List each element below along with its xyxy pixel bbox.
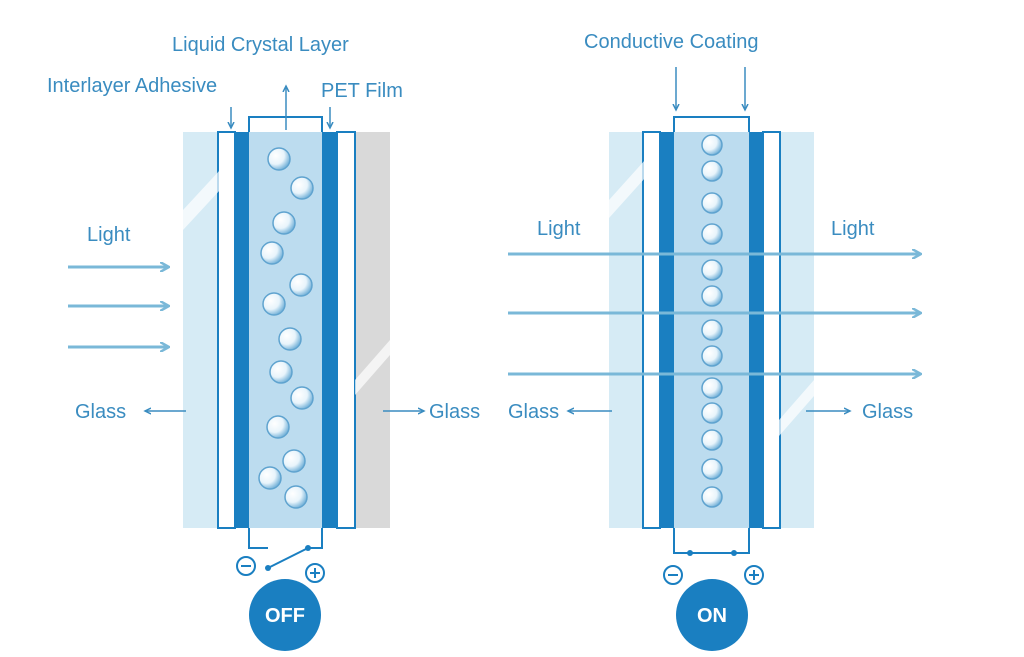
right-pet-film-left (660, 132, 674, 528)
right-particle (701, 259, 723, 281)
left-pet-film-right (322, 132, 337, 528)
left-particle (282, 449, 306, 473)
right-particle (701, 377, 723, 399)
right-particle (701, 192, 723, 214)
left-crystal-particles (258, 147, 314, 509)
right-particle (701, 134, 723, 156)
label-light-out: Light (831, 218, 875, 240)
right-crystal-particles (701, 134, 723, 508)
label-glass-right-left: Glass (508, 401, 559, 423)
label-glass-right-right: Glass (862, 401, 913, 423)
right-particle (701, 285, 723, 307)
right-bottom-wire (673, 528, 750, 554)
label-light-in: Light (537, 218, 581, 240)
right-pet-film-right (749, 132, 763, 528)
left-panel: OFF Liquid Crystal Layer Interlayer Adhe… (47, 34, 480, 651)
right-panel: ON Conductive Coating Light Light Glass … (508, 31, 920, 651)
on-state-badge (676, 579, 748, 651)
label-light-left: Light (87, 224, 131, 246)
left-particle (290, 176, 314, 200)
right-glare (609, 160, 814, 436)
left-particle (260, 241, 284, 265)
right-particle (701, 160, 723, 182)
left-glass-pane-right (355, 132, 390, 528)
right-glass-inner-left (642, 131, 661, 529)
left-particle (267, 147, 291, 171)
left-particle (266, 415, 290, 439)
left-switch-dot-2 (305, 545, 311, 551)
right-glass-pane-right (779, 132, 814, 528)
right-particle (701, 319, 723, 341)
label-pet-film: PET Film (321, 80, 403, 102)
right-switch-dot (687, 550, 693, 556)
right-particle (701, 402, 723, 424)
left-particle (289, 273, 313, 297)
left-glare (183, 170, 390, 395)
right-particle (701, 345, 723, 367)
left-switch-lever (267, 547, 309, 569)
left-switch-dot (265, 565, 271, 571)
label-glass-left-inner: Glass (429, 401, 480, 423)
left-particle (284, 485, 308, 509)
label-conductive-coating: Conductive Coating (584, 31, 759, 53)
label-glass-left-outer: Glass (75, 401, 126, 423)
label-interlayer-adhesive: Interlayer Adhesive (47, 75, 217, 97)
right-particle (701, 458, 723, 480)
off-state-badge (249, 579, 321, 651)
left-particle (290, 386, 314, 410)
label-liquid-crystal-layer: Liquid Crystal Layer (172, 34, 349, 56)
left-bottom-wire (248, 528, 323, 549)
right-glass-inner-right (762, 131, 781, 529)
right-switch-dot-2 (731, 550, 737, 556)
left-particle (269, 360, 293, 384)
right-particle (701, 429, 723, 451)
left-particle (262, 292, 286, 316)
on-state-label: ON (697, 605, 727, 627)
off-state-label: OFF (265, 605, 305, 627)
left-glass-inner-right (336, 131, 356, 529)
left-pet-film-left (235, 132, 249, 528)
right-top-wire (673, 116, 750, 132)
right-particle (701, 223, 723, 245)
left-particle (278, 327, 302, 351)
left-particle (272, 211, 296, 235)
right-particle (701, 486, 723, 508)
left-glass-inner-left (217, 131, 236, 529)
left-particle (258, 466, 282, 490)
